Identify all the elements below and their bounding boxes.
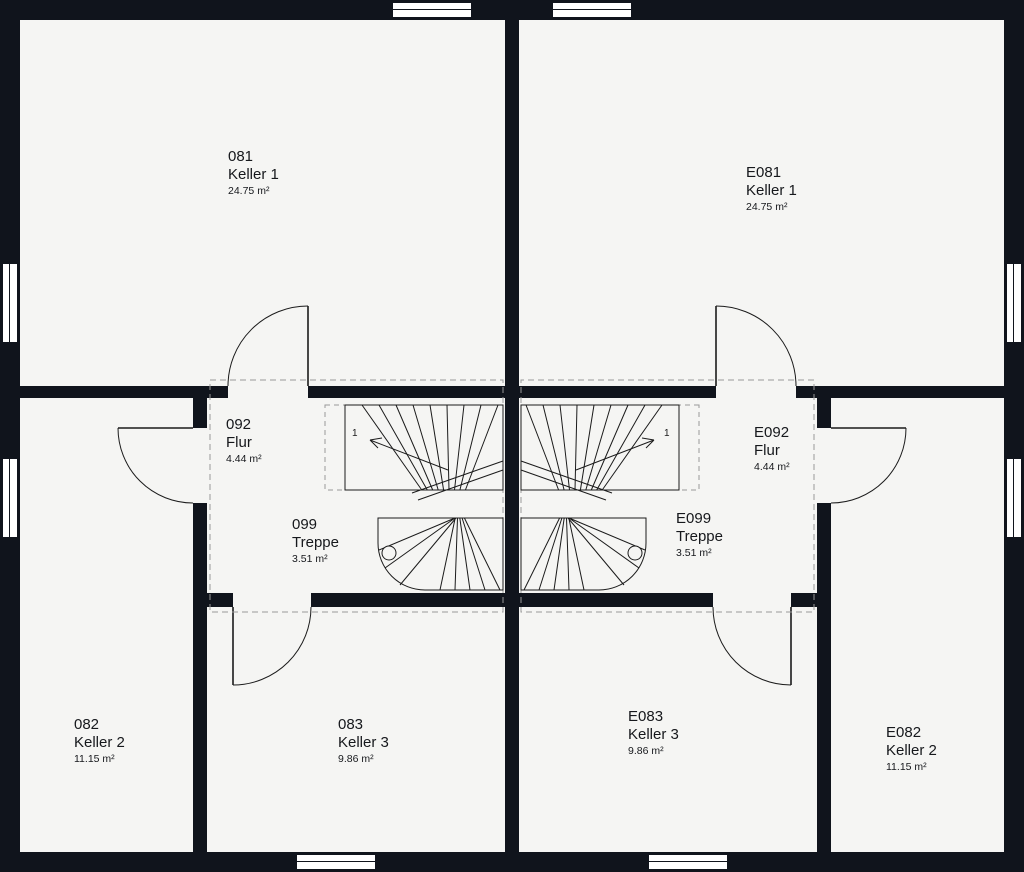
room-name: Keller 3 xyxy=(338,734,389,751)
room-label-082: 082 Keller 2 11.15 m² xyxy=(74,716,125,766)
door-opening-083 xyxy=(233,593,311,607)
room-name: Keller 1 xyxy=(746,182,797,199)
room-name: Flur xyxy=(754,442,780,459)
room-number: 082 xyxy=(74,716,100,733)
room-name: Treppe xyxy=(292,534,339,551)
room-name: Keller 2 xyxy=(886,742,937,759)
room-area: 11.15 m² xyxy=(74,753,115,765)
room-label-e092: E092 Flur 4.44 m² xyxy=(754,424,790,474)
window-symbol-right-upper xyxy=(1006,263,1022,343)
room-area: 4.44 m² xyxy=(754,461,790,473)
room-area: 3.51 m² xyxy=(676,547,712,559)
room-area: 9.86 m² xyxy=(338,753,374,765)
room-area: 9.86 m² xyxy=(628,745,664,757)
room-area: 3.51 m² xyxy=(292,553,328,565)
room-name: Keller 1 xyxy=(228,166,279,183)
window-symbol-top-right xyxy=(552,2,632,18)
room-name: Treppe xyxy=(676,528,723,545)
window-symbol-left-upper xyxy=(2,263,18,343)
window-symbol-left-lower xyxy=(2,458,18,538)
room-label-e081: E081 Keller 1 24.75 m² xyxy=(746,164,797,214)
window-symbol-right-lower xyxy=(1006,458,1022,538)
room-name: Keller 2 xyxy=(74,734,125,751)
room-number: 083 xyxy=(338,716,364,733)
room-number: 099 xyxy=(292,516,318,533)
room-label-e083: E083 Keller 3 9.86 m² xyxy=(628,708,679,758)
room-number: 092 xyxy=(226,416,252,433)
room-label-e082: E082 Keller 2 11.15 m² xyxy=(886,724,937,774)
room-number: E081 xyxy=(746,164,782,181)
window-symbol-bottom-left xyxy=(296,854,376,870)
door-opening-e081 xyxy=(716,386,796,398)
room-area: 24.75 m² xyxy=(228,185,270,197)
room-label-083: 083 Keller 3 9.86 m² xyxy=(338,716,389,766)
room-name: Keller 3 xyxy=(628,726,679,743)
room-name: Flur xyxy=(226,434,252,451)
room-number: E082 xyxy=(886,724,922,741)
window-symbol-top-left xyxy=(392,2,472,18)
room-label-099: 099 Treppe 3.51 m² xyxy=(292,516,339,566)
room-area: 4.44 m² xyxy=(226,453,262,465)
door-opening-082 xyxy=(193,428,207,503)
window-symbol-bottom-right xyxy=(648,854,728,870)
room-number: E092 xyxy=(754,424,790,441)
party-wall xyxy=(505,20,519,852)
door-opening-e082 xyxy=(817,428,831,503)
room-number: E099 xyxy=(676,510,712,527)
door-opening-e083 xyxy=(713,593,791,607)
door-opening-081 xyxy=(228,386,308,398)
room-number: 081 xyxy=(228,148,254,165)
room-number: E083 xyxy=(628,708,664,725)
room-area: 11.15 m² xyxy=(886,761,927,773)
room-area: 24.75 m² xyxy=(746,201,788,213)
room-label-e099: E099 Treppe 3.51 m² xyxy=(676,510,723,560)
room-label-092: 092 Flur 4.44 m² xyxy=(226,416,262,466)
room-label-081: 081 Keller 1 24.75 m² xyxy=(228,148,279,198)
